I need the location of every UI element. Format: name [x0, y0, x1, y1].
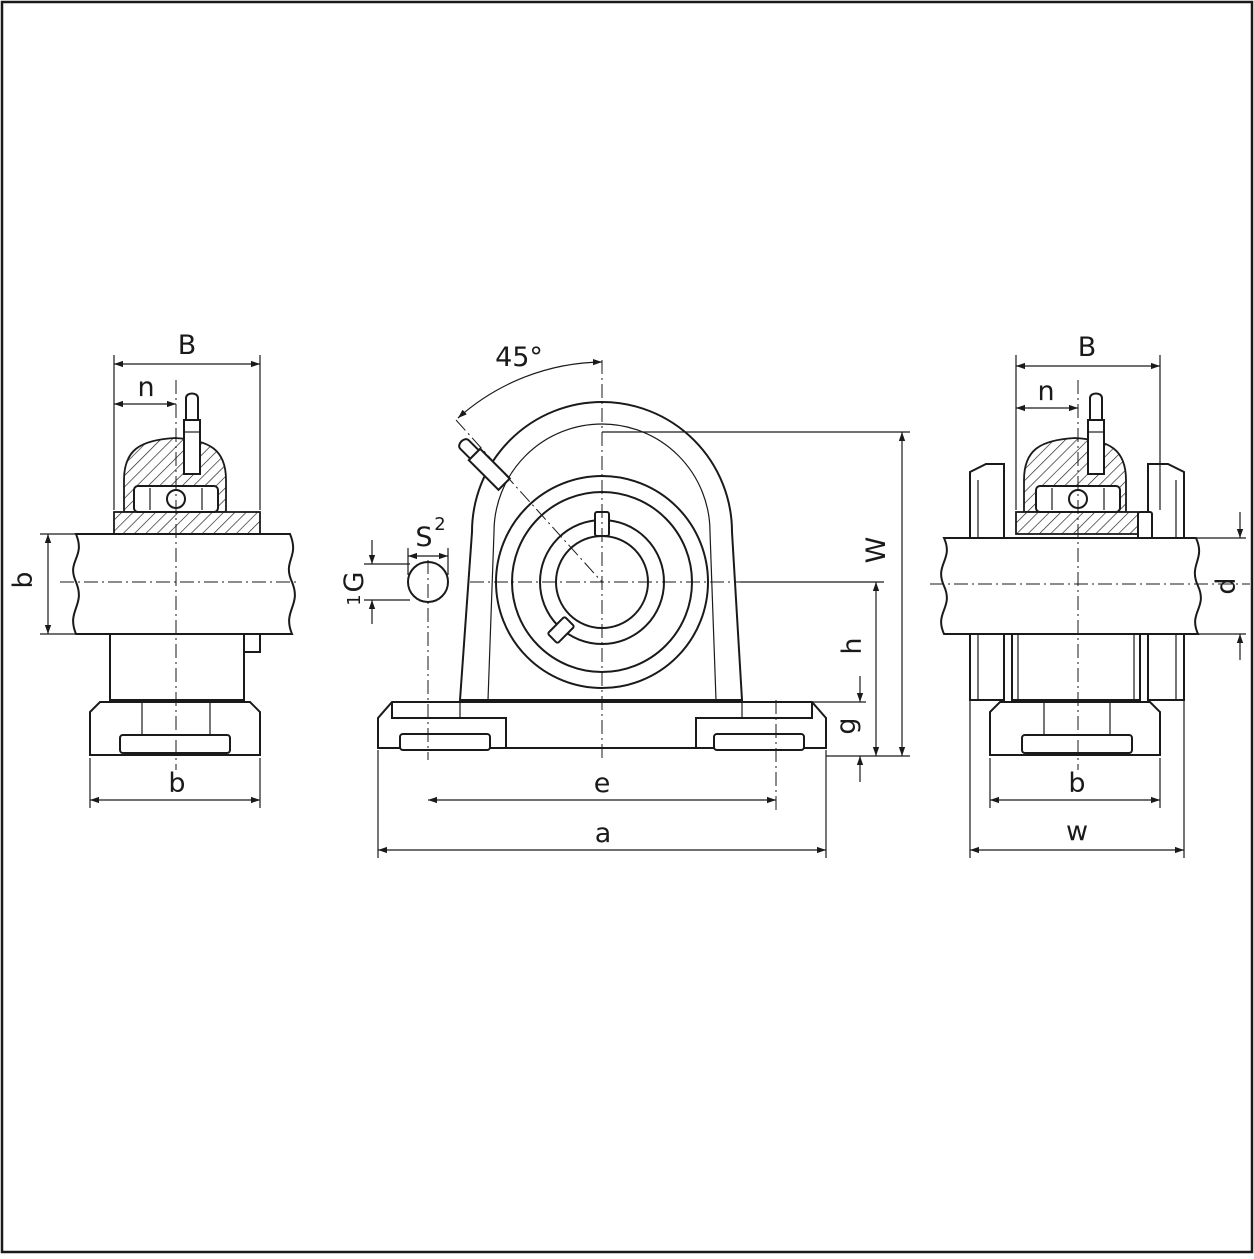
label-b-left-bottom: b [168, 768, 185, 799]
front-view [364, 358, 910, 858]
label-n-right: n [1037, 376, 1054, 407]
label-B-right: B [1078, 332, 1097, 363]
label-S: S [415, 522, 432, 553]
label-G: G [339, 572, 370, 593]
label-h: h [837, 637, 868, 654]
label-e: e [594, 768, 611, 799]
label-n-left: n [137, 372, 154, 403]
label-b-left-vertical: b [8, 571, 39, 588]
label-S-superscript: 2 [434, 514, 445, 535]
right-side-view [930, 355, 1250, 858]
label-g: g [831, 717, 862, 734]
label-w: w [1066, 816, 1088, 847]
left-side-view [40, 355, 300, 808]
label-a: a [595, 818, 612, 849]
label-d: d [1211, 577, 1242, 594]
label-W: W [861, 537, 892, 564]
label-b-right: b [1068, 768, 1085, 799]
label-G-prefix: 1 [344, 594, 365, 605]
label-angle: 45° [495, 342, 543, 373]
label-B-left: B [178, 330, 197, 361]
